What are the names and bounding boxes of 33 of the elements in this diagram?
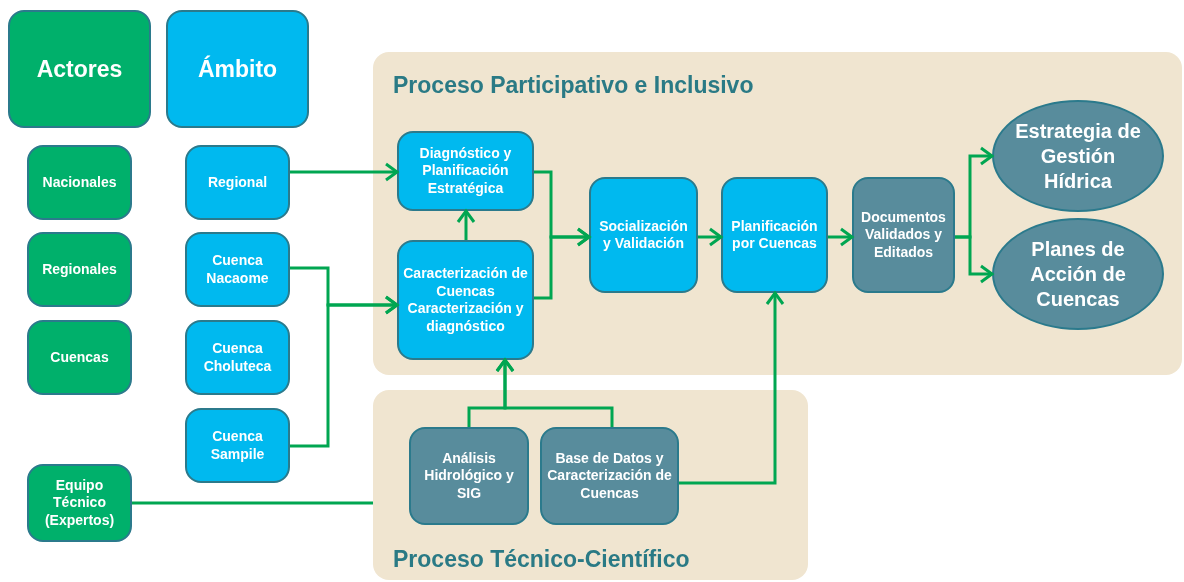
process-box: Cuenca Sampile <box>185 408 290 483</box>
arrow <box>456 209 476 240</box>
arrow <box>495 358 614 427</box>
process-box: Socialización y Validación <box>589 177 698 293</box>
process-box: Diagnóstico y Planificación Estratégica <box>397 131 534 211</box>
panel-heading: Proceso Participativo e Inclusivo <box>393 71 754 100</box>
process-box: Nacionales <box>27 145 132 220</box>
process-box: Base de Datos y Caracterización de Cuencas <box>540 427 679 525</box>
arrow <box>534 227 591 300</box>
connector-line <box>132 501 373 505</box>
process-box: Planificación por Cuencas <box>721 177 828 293</box>
process-box: Documentos Validados y Editados <box>852 177 955 293</box>
arrow <box>290 295 399 448</box>
output-ellipse: Planes de Acción de Cuencas <box>992 218 1164 330</box>
header-box: Ámbito <box>166 10 309 128</box>
process-box: Caracterización de Cuencas Caracterización y diagnóstico <box>397 240 534 360</box>
arrow <box>698 227 723 247</box>
arrow <box>828 227 854 247</box>
process-box: Análisis Hidrológico y SIG <box>409 427 529 525</box>
panel-heading: Proceso Técnico-Científico <box>393 544 690 574</box>
arrow <box>290 162 399 182</box>
process-box: Equipo Técnico (Expertos) <box>27 464 132 542</box>
arrow <box>679 291 785 485</box>
process-panel <box>373 390 808 580</box>
process-box: Regionales <box>27 232 132 307</box>
header-box: Actores <box>8 10 151 128</box>
arrow <box>955 235 994 284</box>
process-panel <box>373 52 1182 375</box>
output-ellipse: Estrategia de Gestión Hídrica <box>992 100 1164 212</box>
process-box: Cuenca Nacaome <box>185 232 290 307</box>
process-box: Regional <box>185 145 290 220</box>
process-box: Cuenca Choluteca <box>185 320 290 395</box>
process-box: Cuencas <box>27 320 132 395</box>
